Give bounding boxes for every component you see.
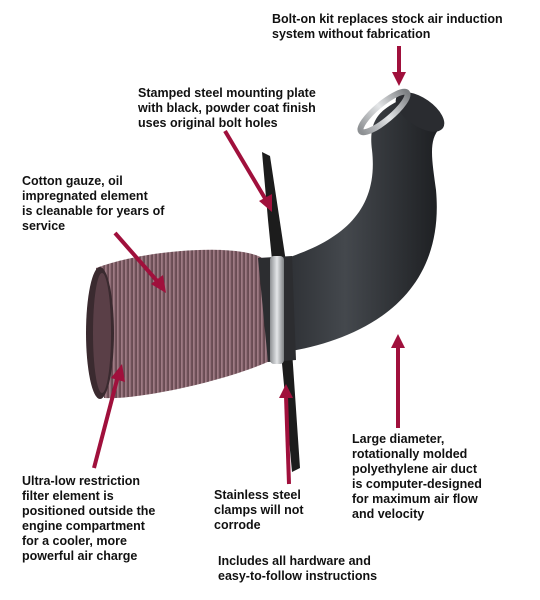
callout-hardware: Includes all hardware and easy-to-follow… [218,554,378,583]
arrow-head-bolt-on-kit [392,72,406,86]
arrow-cotton-gauze [113,231,160,284]
arrow-head-mounting-plate [259,194,272,212]
duct-outlet [395,92,445,132]
arrow-head-air-duct [391,334,405,348]
arrow-clamps [284,395,291,485]
air-duct [250,100,440,352]
arrow-head-filter-element [111,364,125,382]
arrow-mounting-plate [223,129,268,202]
callout-filter-element: Ultra-low restriction filter element is … [22,474,156,563]
coupler-clamp [270,256,284,364]
arrow-head-clamps [279,384,293,398]
callout-clamps: Stainless steel clamps will not corrode [214,488,304,532]
callout-air-duct: Large diameter, rotationally molded poly… [352,432,482,521]
top-hose-clamp [357,88,411,136]
filter-base-cap [93,273,111,393]
callout-bolt-on-kit: Bolt-on kit replaces stock air induction… [272,12,503,41]
callout-mounting-plate: Stamped steel mounting plate with black,… [138,86,316,130]
callout-cotton-gauze: Cotton gauze, oil impregnated element is… [22,174,165,233]
cone-filter-element [96,249,272,399]
arrow-head-cotton-gauze [151,275,166,293]
callout-arrows [92,46,406,485]
arrow-filter-element [92,375,120,469]
